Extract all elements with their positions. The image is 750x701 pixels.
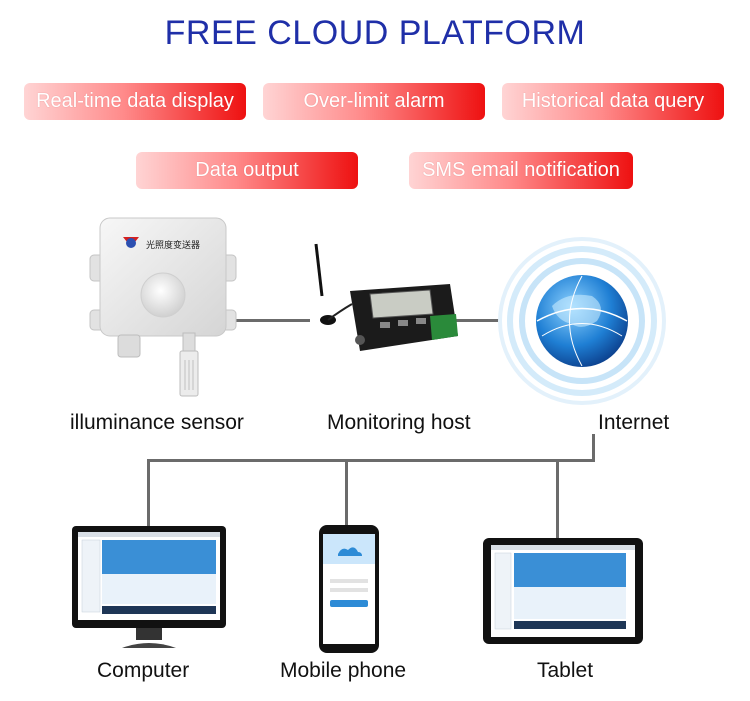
- feature-data-output: Data output: [136, 152, 358, 189]
- sensor-face-label: 光照度变送器: [146, 239, 200, 251]
- internet-label: Internet: [598, 411, 670, 434]
- host-label: Monitoring host: [327, 411, 471, 434]
- feature-historical-query: Historical data query: [502, 83, 724, 120]
- tablet-image: [483, 538, 643, 644]
- internet-globe-image: [498, 237, 666, 405]
- feature-sms-email: SMS email notification: [409, 152, 633, 189]
- connector-phone: [345, 459, 348, 529]
- connector-tablet: [556, 459, 559, 539]
- computer-monitor-image: [72, 526, 226, 648]
- connector-computer: [147, 459, 150, 529]
- mobile-phone-image: [319, 525, 379, 653]
- computer-label: Computer: [97, 659, 190, 682]
- illuminance-sensor-image: 光照度变送器: [89, 217, 237, 397]
- sensor-label: illuminance sensor: [70, 411, 244, 434]
- tablet-label: Tablet: [537, 659, 594, 682]
- connector-internet-down: [592, 434, 595, 461]
- feature-over-limit-alarm: Over-limit alarm: [263, 83, 485, 120]
- feature-realtime-display: Real-time data display: [24, 83, 246, 120]
- phone-label: Mobile phone: [280, 659, 407, 682]
- connector-sensor-host: [230, 319, 310, 322]
- connector-host-internet: [450, 319, 510, 322]
- page-title: FREE CLOUD PLATFORM: [164, 14, 586, 52]
- monitoring-host-image: [314, 243, 458, 351]
- connector-bus: [147, 459, 595, 462]
